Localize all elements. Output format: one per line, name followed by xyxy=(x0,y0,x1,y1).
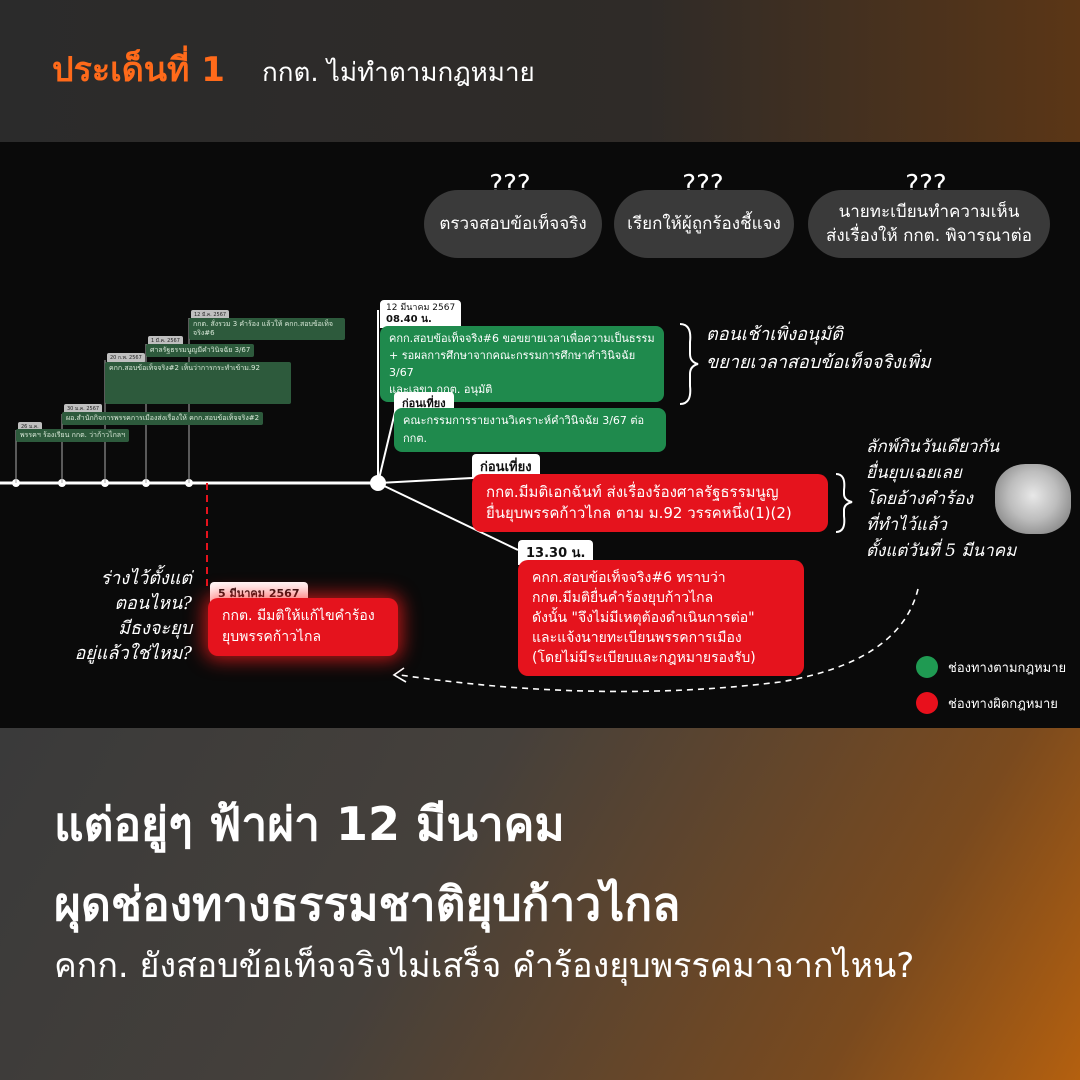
march5-line-2: ยุบพรรคก้าวไกล xyxy=(222,629,322,645)
mini-note-5: กกต. สั่งรวม 3 คำร้อง แล้วให้ คกก.สอบข้อ… xyxy=(189,318,345,340)
morning-line-1: คกก.สอบข้อเท็จจริง#6 ขอขยายเวลาเพื่อความ… xyxy=(389,332,655,345)
bottom-section: แต่อยู่ๆ ฟ้าผ่า 12 มีนาคม ผุดช่องทางธรรม… xyxy=(0,728,1080,1080)
march5-box: กกต. มีมติให้แก้ไขคำร้อง ยุบพรรคก้าวไกล xyxy=(208,598,398,656)
before-noon-red-line-1: กกต.มีมติเอกฉันท์ ส่งเรื่องร้องศาลรัฐธรร… xyxy=(486,483,779,501)
before-noon-red-box: กกต.มีมติเอกฉันท์ ส่งเรื่องร้องศาลรัฐธรร… xyxy=(472,474,828,532)
morning-event-box: คกก.สอบข้อเท็จจริง#6 ขอขยายเวลาเพื่อความ… xyxy=(380,326,664,402)
headline-1: แต่อยู่ๆ ฟ้าผ่า 12 มีนาคม xyxy=(54,797,565,851)
note-left: ร่างไว้ตั้งแต่ ตอนไหน? มีธงจะยุบ อยู่แล้… xyxy=(46,566,192,666)
legend-illegal-label: ช่องทางผิดกฎหมาย xyxy=(948,696,1058,712)
mini-date-3: 20 ก.พ. 2567 xyxy=(107,353,145,363)
note-left-2: ตอนไหน? xyxy=(114,593,192,614)
afternoon-line-1: คกก.สอบข้อเท็จจริง#6 ทราบว่า xyxy=(532,570,726,586)
legend-illegal-dot xyxy=(916,692,938,714)
legend-legal-dot xyxy=(916,656,938,678)
note-left-3: มีธงจะยุบ xyxy=(118,618,192,639)
afternoon-line-2: กกต.มีมติยื่นคำร้องยุบก้าวไกล xyxy=(532,590,714,606)
question-text-2: เรียกให้ผู้ถูกร้องชี้แจง xyxy=(627,214,781,234)
note-right-1: ลักพ์กินวันเดียวกัน xyxy=(866,437,1000,457)
before-noon-red-line-2: ยื่นยุบพรรคก้าวไกล ตาม ม.92 วรรคหนึ่ง(1)… xyxy=(486,504,792,522)
note-morning-2: ขยายเวลาสอบข้อเท็จจริงเพิ่ม xyxy=(706,352,931,373)
back-arrow-head xyxy=(392,667,407,683)
legend-illegal: ช่องทางผิดกฎหมาย xyxy=(916,692,1058,714)
branch-before-noon-green xyxy=(377,411,396,484)
issue-label: ประเด็นที่ 1 xyxy=(52,50,225,90)
mini-date-2: 30 ม.ค. 2567 xyxy=(64,404,103,414)
note-right-5: ตั้งแต่วันที่ 5 มีนาคม xyxy=(866,541,1017,561)
morning-date-tag: 12 มีนาคม 2567 08.40 น. xyxy=(380,300,462,328)
before-noon-green-box: คณะกรรมการรายงานวิเคราะห์คำวินิจฉัย 3/67… xyxy=(394,408,666,452)
before-noon-green-text: คณะกรรมการรายงานวิเคราะห์คำวินิจฉัย 3/67… xyxy=(403,414,645,445)
question-bubble-respondent: เรียกให้ผู้ถูกร้องชี้แจง xyxy=(614,190,794,258)
cat-image xyxy=(995,464,1071,534)
mini-note-1: พรรคฯ ร้องเรียน กกต. ว่าก้าวไกลฯ xyxy=(16,429,130,442)
legend-legal-label: ช่องทางตามกฎหมาย xyxy=(948,660,1067,676)
mini-date-1: 26 ม.ค. xyxy=(18,422,42,432)
back-arrow xyxy=(399,588,919,693)
note-left-4: อยู่แล้วใช่ไหม? xyxy=(74,643,192,664)
question-text-3b: ส่งเรื่องให้ กกต. พิจารณาต่อ xyxy=(826,226,1032,246)
note-left-1: ร่างไว้ตั้งแต่ xyxy=(100,568,193,589)
decision-bracket xyxy=(835,473,853,533)
legend-legal: ช่องทางตามกฎหมาย xyxy=(916,656,1066,678)
mini-date-4: 1 มี.ค. 2567 xyxy=(148,336,183,346)
mini-date-5: 12 มี.ค. 2567 xyxy=(191,310,230,320)
afternoon-line-3: ดังนั้น "จึงไม่มีเหตุต้องดำเนินการต่อ" xyxy=(532,610,755,626)
issue-title: กกต. ไม่ทำตามกฎหมาย xyxy=(262,58,535,88)
note-right-2: ยื่นยุบเฉยเลย xyxy=(866,463,962,483)
header-bar: ประเด็นที่ 1 กกต. ไม่ทำตามกฎหมาย xyxy=(0,0,1080,142)
note-morning-1: ตอนเช้าเพิ่งอนุมัติ xyxy=(706,324,843,345)
question-text-3a: นายทะเบียนทำความเห็น xyxy=(838,202,1020,222)
morning-line-2: + รอผลการศึกษาจากคณะกรรมการศึกษาคำวินิจฉ… xyxy=(389,349,636,379)
question-text-1: ตรวจสอบข้อเท็จจริง xyxy=(439,214,587,234)
mini-note-2: ผอ.สำนักกิจการพรรคการเมืองส่งเรื่องให้ ค… xyxy=(62,412,264,425)
branch-before-noon-red xyxy=(377,477,473,484)
afternoon-line-5: (โดยไม่มีระเบียบและกฎหมายรองรับ) xyxy=(532,650,756,666)
march5-line-1: กกต. มีมติให้แก้ไขคำร้อง xyxy=(222,608,375,624)
afternoon-box: คกก.สอบข้อเท็จจริง#6 ทราบว่า กกต.มีมติยื… xyxy=(518,560,804,676)
mini-note-4: ศาลรัฐธรรมนูญมีคำวินิจฉัย 3/67 xyxy=(146,344,255,357)
afternoon-line-4: และแจ้งนายทะเบียนพรรคการเมือง xyxy=(532,630,742,646)
subheadline: คกก. ยังสอบข้อเท็จจริงไม่เสร็จ คำร้องยุบ… xyxy=(54,946,915,986)
morning-date: 12 มีนาคม 2567 xyxy=(386,303,456,313)
note-right-4: ที่ทำไว้แล้ว xyxy=(866,515,947,535)
note-right-3: โดยอ้างคำร้อง xyxy=(866,489,973,509)
question-bubble-registrar: นายทะเบียนทำความเห็น ส่งเรื่องให้ กกต. พ… xyxy=(808,190,1050,258)
timeline-panel: ??? ตรวจสอบข้อเท็จจริง ??? เรียกให้ผู้ถู… xyxy=(0,142,1080,728)
mini-note-3: คกก.สอบข้อเท็จจริง#2 เห็นว่าการกระทำเข้า… xyxy=(105,362,291,404)
morning-time: 08.40 น. xyxy=(386,314,432,325)
branch-afternoon xyxy=(377,482,519,551)
morning-bracket xyxy=(679,323,699,405)
headline-2: ผุดช่องทางธรรมชาติยุบก้าวไกล xyxy=(54,877,681,931)
note-right: ลักพ์กินวันเดียวกัน ยื่นยุบเฉยเลย โดยอ้า… xyxy=(866,434,1016,564)
question-bubble-fact-check: ตรวจสอบข้อเท็จจริง xyxy=(424,190,602,258)
